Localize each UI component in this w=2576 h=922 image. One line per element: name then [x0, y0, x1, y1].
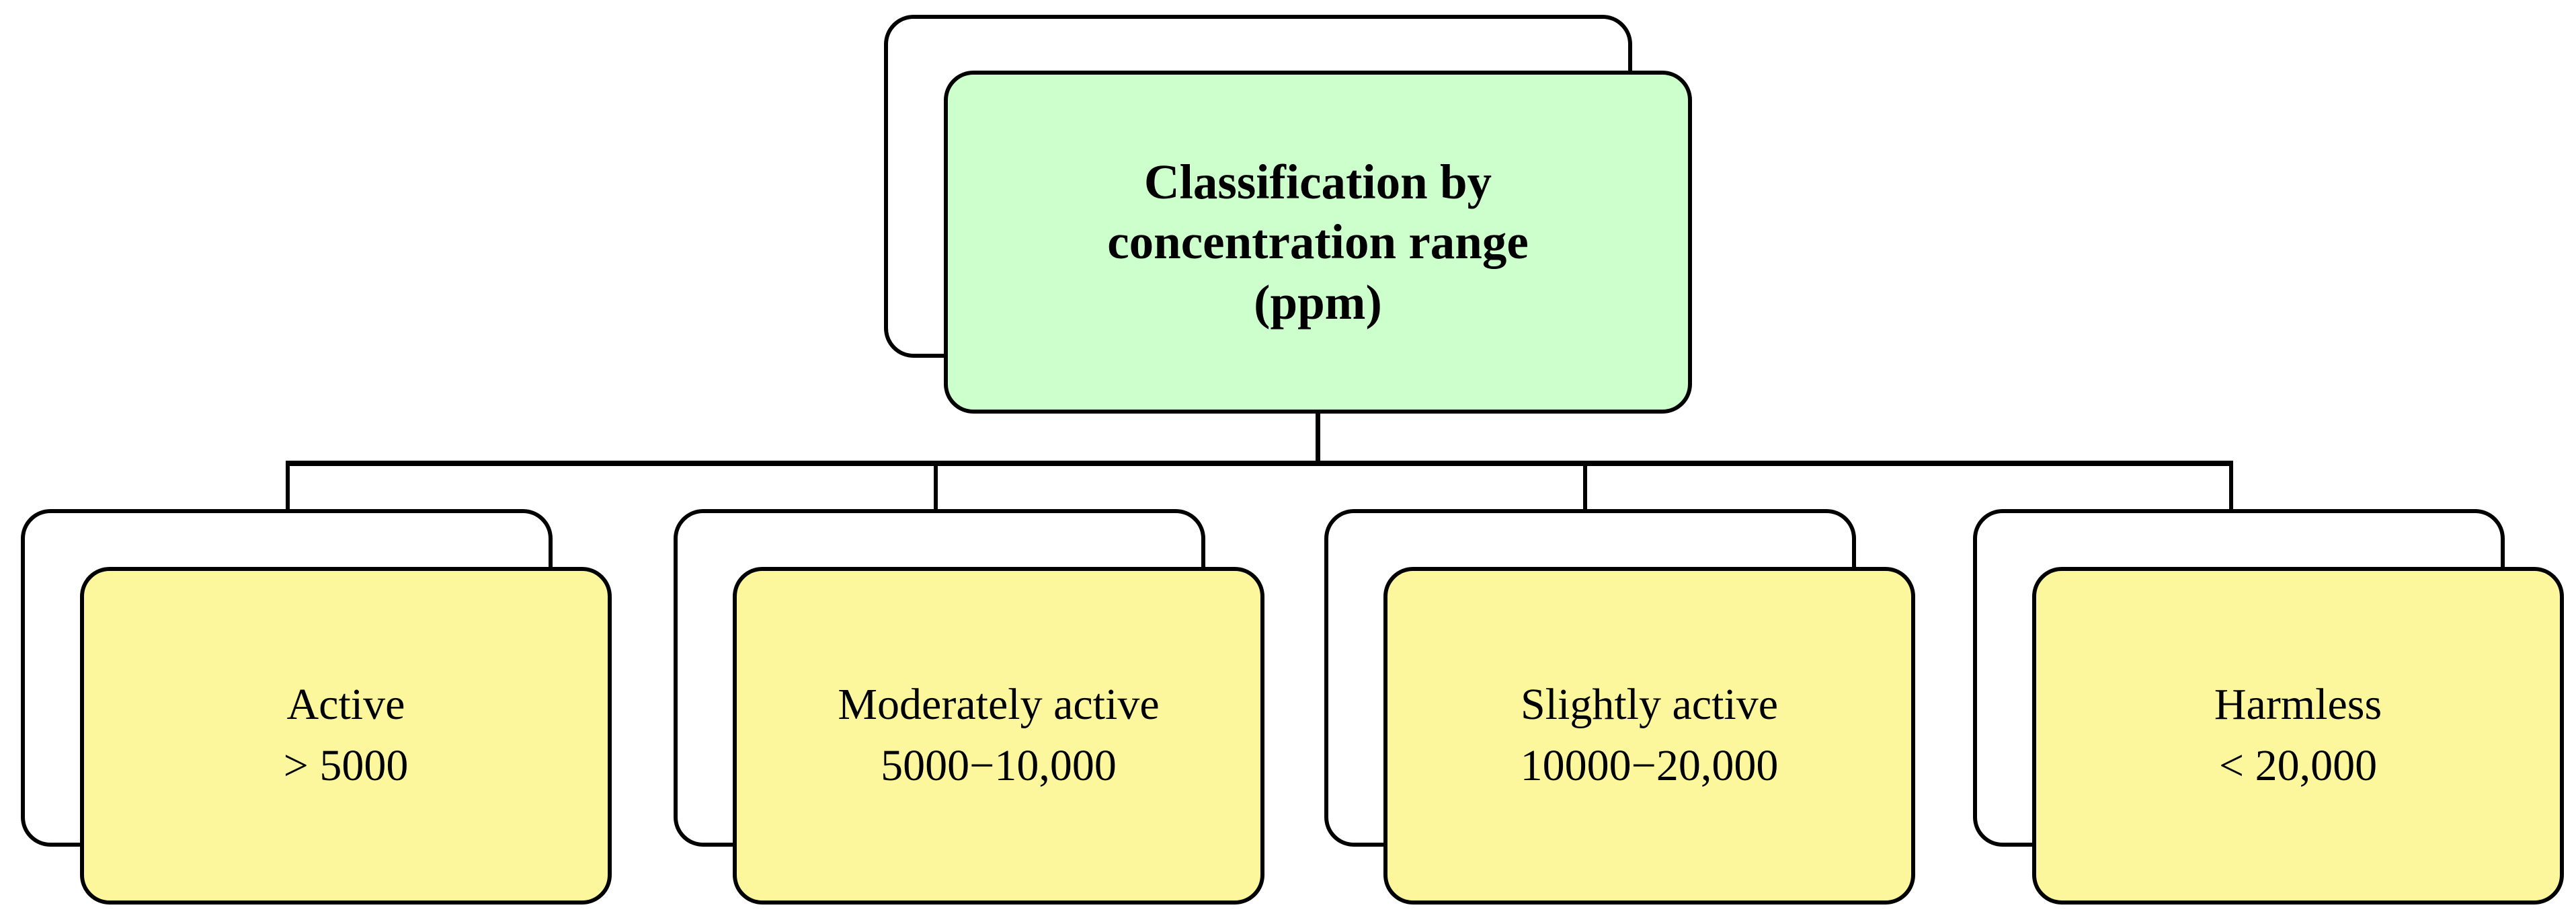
leaf-node-card[interactable]: Slightly active 10000−20,000 [1383, 567, 1915, 905]
leaf-node-name: Harmless [2214, 680, 2382, 730]
leaf-node-range: > 5000 [283, 741, 409, 790]
root-node-classification[interactable]: Classification by concentration range (p… [884, 15, 1692, 414]
connector-drop-3 [2229, 461, 2233, 511]
connector-drop-0 [286, 461, 290, 511]
leaf-node-harmless[interactable]: Harmless < 20,000 [1973, 509, 2564, 905]
root-node-label-line-3: (ppm) [1254, 274, 1382, 330]
root-node-label-line-2: concentration range [1107, 215, 1529, 270]
leaf-node-name: Active [286, 680, 405, 730]
leaf-node-label: Slightly active 10000−20,000 [1521, 678, 1779, 793]
leaf-node-card[interactable]: Active > 5000 [80, 567, 612, 905]
leaf-node-active[interactable]: Active > 5000 [21, 509, 612, 905]
leaf-node-moderately-active[interactable]: Moderately active 5000−10,000 [674, 509, 1264, 905]
connector-horizontal-bus [286, 461, 2233, 466]
leaf-node-name: Slightly active [1520, 680, 1779, 730]
leaf-node-range: 10000−20,000 [1520, 741, 1779, 790]
leaf-node-label: Harmless < 20,000 [2214, 678, 2382, 793]
root-node-card[interactable]: Classification by concentration range (p… [944, 71, 1692, 414]
root-node-label-line-1: Classification by [1143, 155, 1492, 210]
leaf-node-name: Moderately active [838, 680, 1160, 730]
leaf-node-card[interactable]: Moderately active 5000−10,000 [733, 567, 1264, 905]
leaf-node-label: Active > 5000 [284, 678, 409, 793]
root-node-label: Classification by concentration range (p… [1107, 152, 1528, 332]
connector-drop-2 [1583, 461, 1587, 511]
leaf-node-label: Moderately active 5000−10,000 [838, 678, 1159, 793]
leaf-node-range: 5000−10,000 [881, 741, 1117, 790]
leaf-node-slightly-active[interactable]: Slightly active 10000−20,000 [1324, 509, 1915, 905]
connector-root-stem [1316, 414, 1320, 465]
leaf-node-card[interactable]: Harmless < 20,000 [2032, 567, 2564, 905]
connector-drop-1 [934, 461, 938, 511]
leaf-node-range: < 20,000 [2218, 741, 2378, 790]
